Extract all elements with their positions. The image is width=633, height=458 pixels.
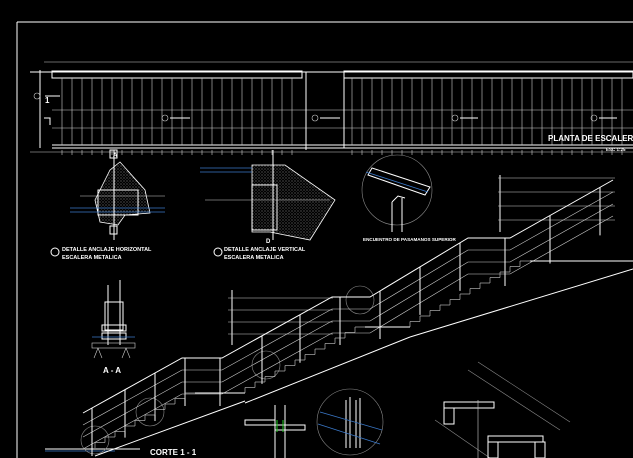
handrail-intermediate <box>82 215 614 450</box>
detail-handrail-joint <box>361 154 433 232</box>
plan-balusters <box>61 78 623 155</box>
handrail-intermediate <box>82 191 614 426</box>
detail-horizontal-anchor <box>50 149 165 257</box>
detail-step-section <box>434 361 571 458</box>
section-cut-marker: 1 <box>45 96 50 105</box>
stair-stringer <box>94 400 246 457</box>
section-11-stair <box>45 175 633 457</box>
sheet-border <box>16 21 633 458</box>
detail-handrail-title: ENCUENTRO DE PASAMANOS SUPERIOR <box>363 237 457 242</box>
detail-vertical-title: DETALLE ANCLAJE VERTICAL <box>224 247 306 253</box>
handrail-top <box>82 179 614 414</box>
level-marker <box>33 92 617 122</box>
detail-vertical-subtitle: ESCALERA METALICA <box>224 255 284 261</box>
section-marker-d: D <box>266 239 271 245</box>
section-aa-drawing <box>91 280 136 359</box>
stair-plan <box>30 61 633 155</box>
plan-title: PLANTA DE ESCALERA <box>548 134 633 143</box>
section-aa-title: A - A <box>103 366 121 375</box>
detail-vertical-anchor <box>200 150 336 257</box>
stair-stringer <box>409 268 633 338</box>
stair-stringer <box>244 336 411 404</box>
detail-horizontal-subtitle: ESCALERA METALICA <box>62 255 122 261</box>
detail-base-plate <box>244 405 306 458</box>
section-11-title: CORTE 1 - 1 <box>150 448 197 457</box>
section-marker-a: A <box>113 153 118 159</box>
plan-scale: ESC 1:25 <box>606 147 626 152</box>
handrail-intermediate <box>82 203 614 438</box>
detail-stringer-connection <box>316 388 384 456</box>
detail-horizontal-title: DETALLE ANCLAJE HORIZONTAL <box>62 247 152 253</box>
